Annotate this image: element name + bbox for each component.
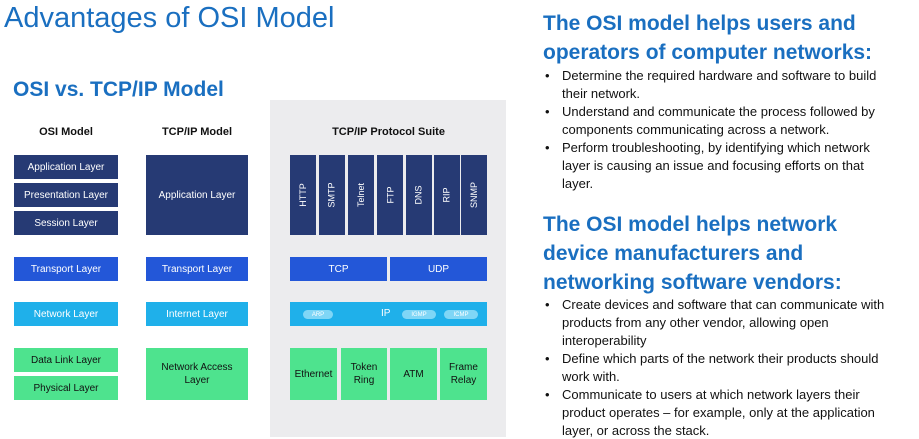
vendors-bullet-3: • Communicate to users at which network … bbox=[545, 386, 917, 439]
protocol-telnet: Telnet bbox=[348, 155, 374, 235]
users-bullet-1: • Determine the required hardware and so… bbox=[545, 67, 917, 103]
protocol-dns: DNS bbox=[406, 155, 432, 235]
protocol-ip-label: IP bbox=[381, 308, 391, 319]
protocol-icmp: ICMP bbox=[444, 310, 478, 319]
vendors-heading-line1: The OSI model helps network bbox=[543, 213, 838, 236]
vendors-bullet-1: • Create devices and software that can c… bbox=[545, 296, 917, 350]
tcpip-model-heading: TCP/IP Model bbox=[161, 126, 233, 138]
protocol-udp: UDP bbox=[390, 257, 487, 281]
tcpip-layer-application: Application Layer bbox=[146, 155, 248, 235]
users-bullet-3: • Perform troubleshooting, by identifyin… bbox=[545, 139, 917, 193]
protocol-http-label: HTTP bbox=[298, 183, 308, 207]
protocol-rip-label: RIP bbox=[441, 187, 452, 203]
tcpip-layer-transport: Transport Layer bbox=[146, 257, 248, 281]
protocol-telnet-label: Telnet bbox=[356, 182, 366, 208]
vendors-bullet-2-line2: work with. bbox=[562, 369, 620, 384]
protocol-ethernet: Ethernet bbox=[290, 348, 337, 400]
osi-layer-session: Session Layer bbox=[14, 211, 118, 235]
users-bullet-3-line1: Perform troubleshooting, by identifying … bbox=[562, 140, 870, 155]
protocol-arp: ARP bbox=[303, 310, 333, 319]
osi-layer-physical: Physical Layer bbox=[14, 376, 118, 400]
vendors-bullet-1-line1: Create devices and software that can com… bbox=[562, 297, 885, 312]
protocol-smtp: SMTP bbox=[319, 155, 345, 235]
vendors-heading-line3: networking software vendors: bbox=[543, 271, 842, 294]
protocol-tcp: TCP bbox=[290, 257, 387, 281]
users-heading-line2: operators of computer networks: bbox=[543, 41, 873, 64]
protocol-token-ring: Token Ring bbox=[341, 348, 387, 400]
osi-layer-application: Application Layer bbox=[14, 155, 118, 179]
users-bullet-1-line1: Determine the required hardware and soft… bbox=[562, 68, 877, 83]
slide-title: Advantages of OSI Model bbox=[4, 2, 335, 34]
protocol-igmp: IGMP bbox=[402, 310, 436, 319]
bullet-dot: • bbox=[545, 140, 550, 155]
users-heading-line1: The OSI model helps users and bbox=[543, 12, 856, 35]
tcpip-layer-network-access: Network Access Layer bbox=[146, 348, 248, 400]
users-bullet-3-line2: layer is causing an issue and focusing e… bbox=[562, 158, 864, 173]
protocol-suite-heading: TCP/IP Protocol Suite bbox=[332, 126, 445, 138]
vendors-bullet-1-line2: products from any other vendor, allowing… bbox=[562, 315, 829, 330]
osi-layer-network: Network Layer bbox=[14, 302, 118, 326]
vendors-bullet-3-line2: product operates – for example, only at … bbox=[562, 405, 875, 420]
protocol-atm: ATM bbox=[390, 348, 437, 400]
vendors-bullet-2-line1: Define which parts of the network their … bbox=[562, 351, 879, 366]
osi-layer-transport: Transport Layer bbox=[14, 257, 118, 281]
users-bullet-1-line2: their network. bbox=[562, 86, 641, 101]
users-bullet-2: • Understand and communicate the process… bbox=[545, 103, 917, 139]
protocol-ftp: FTP bbox=[377, 155, 403, 235]
bullet-dot: • bbox=[545, 297, 550, 312]
osi-layer-presentation: Presentation Layer bbox=[14, 183, 118, 207]
vendors-bullet-2: • Define which parts of the network thei… bbox=[545, 350, 917, 386]
protocol-dns-label: DNS bbox=[413, 185, 424, 205]
users-bullet-3-line3: layer. bbox=[562, 176, 594, 191]
osi-model-heading: OSI Model bbox=[39, 126, 93, 138]
protocol-frame-relay: Frame Relay bbox=[440, 348, 487, 400]
bullet-dot: • bbox=[545, 387, 550, 402]
users-bullet-2-line1: Understand and communicate the process f… bbox=[562, 104, 875, 119]
protocol-ftp-label: FTP bbox=[385, 186, 395, 204]
bullet-dot: • bbox=[545, 351, 550, 366]
tcpip-layer-internet: Internet Layer bbox=[146, 302, 248, 326]
osi-layer-data-link: Data Link Layer bbox=[14, 348, 118, 372]
vendors-bullet-3-line3: layer, or across the stack. bbox=[562, 423, 710, 438]
vendors-bullet-1-line3: interoperability bbox=[562, 333, 647, 348]
users-bullet-2-line2: components communicating across a networ… bbox=[562, 122, 830, 137]
protocol-smtp-label: SMTP bbox=[326, 182, 337, 208]
protocol-http: HTTP bbox=[290, 155, 316, 235]
vendors-bullet-3-line1: Communicate to users at which network la… bbox=[562, 387, 860, 402]
protocol-rip: RIP bbox=[434, 155, 460, 235]
bullet-dot: • bbox=[545, 104, 550, 119]
protocol-snmp-label: SNMP bbox=[469, 181, 480, 209]
diagram-subtitle: OSI vs. TCP/IP Model bbox=[13, 78, 224, 101]
protocol-snmp: SNMP bbox=[461, 155, 487, 235]
bullet-dot: • bbox=[545, 68, 550, 83]
vendors-heading-line2: device manufacturers and bbox=[543, 242, 804, 265]
